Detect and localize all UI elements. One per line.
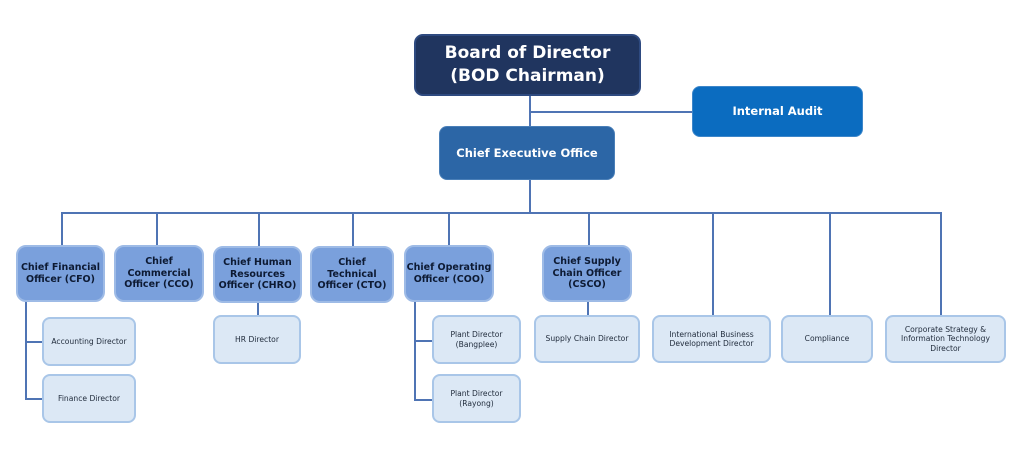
connector-cfo-accounting [25,341,42,343]
plant-director-rayong-box: Plant Director (Rayong) [432,374,521,423]
connector-drop-coo [448,212,450,246]
connector-cfo-sub [25,301,27,399]
connector-drop-chro [258,212,260,246]
chief-csco-label: Chief Supply Chain Officer (CSCO) [552,256,622,291]
internal-audit-box: Internal Audit [692,86,863,137]
finance-director-label: Finance Director [58,393,120,403]
connector-csco-sc [587,301,589,317]
connector-coo-sub [414,301,416,400]
chief-cto-label: Chief Technical Officer (CTO) [317,257,387,292]
chief-cfo-label: Chief Financial Officer (CFO) [20,261,101,285]
connector-coo-bangplee [414,340,432,342]
finance-director-box: Finance Director [42,374,136,423]
internal-audit-label: Internal Audit [732,104,823,119]
plant-director-rayong-label: Plant Director (Rayong) [450,389,503,408]
chief-chro-box: Chief Human Resources Officer (CHRO) [213,246,302,303]
chief-cco-box: Chief Commercial Officer (CCO) [114,245,204,302]
supply-chain-director-box: Supply Chain Director [534,315,640,363]
connector-bus [61,212,941,214]
board-of-director-label: Board of Director (BOD Chairman) [444,43,611,86]
chief-csco-box: Chief Supply Chain Officer (CSCO) [542,245,632,302]
accounting-director-label: Accounting Director [51,336,127,346]
chief-cco-label: Chief Commercial Officer (CCO) [124,256,194,291]
connector-ceo-bus [529,179,531,213]
plant-director-bangplee-box: Plant Director (Bangplee) [432,315,521,364]
plant-director-bangplee-label: Plant Director (Bangplee) [450,330,503,349]
compliance-box: Compliance [781,315,873,363]
connector-coo-rayong [414,399,432,401]
chief-chro-label: Chief Human Resources Officer (CHRO) [218,257,297,292]
connector-drop-corp [940,212,942,316]
hr-director-label: HR Director [235,334,279,344]
board-of-director-box: Board of Director (BOD Chairman) [414,34,641,96]
chief-coo-label: Chief Operating Officer (COO) [406,261,492,285]
supply-chain-director-label: Supply Chain Director [545,334,629,344]
connector-drop-csco [588,212,590,246]
ceo-box: Chief Executive Office [439,126,615,180]
chief-coo-box: Chief Operating Officer (COO) [404,245,494,302]
intl-business-dev-director-box: International Business Development Direc… [652,315,771,363]
connector-cfo-finance [25,398,42,400]
corporate-strategy-it-director-label: Corporate Strategy & Information Technol… [901,325,990,353]
connector-audit [529,111,693,113]
accounting-director-box: Accounting Director [42,317,136,366]
ceo-label: Chief Executive Office [456,145,598,160]
connector-drop-cto [352,212,354,246]
hr-director-box: HR Director [213,315,301,364]
chief-cto-box: Chief Technical Officer (CTO) [310,246,394,303]
connector-chro-hr [257,301,259,317]
chief-cfo-box: Chief Financial Officer (CFO) [16,245,105,302]
intl-business-dev-director-label: International Business Development Direc… [669,329,754,348]
connector-drop-ibd [712,212,714,316]
connector-drop-compliance [829,212,831,316]
connector-drop-cfo [61,212,63,246]
connector-drop-cco [156,212,158,246]
compliance-label: Compliance [804,334,850,344]
corporate-strategy-it-director-box: Corporate Strategy & Information Technol… [885,315,1006,363]
